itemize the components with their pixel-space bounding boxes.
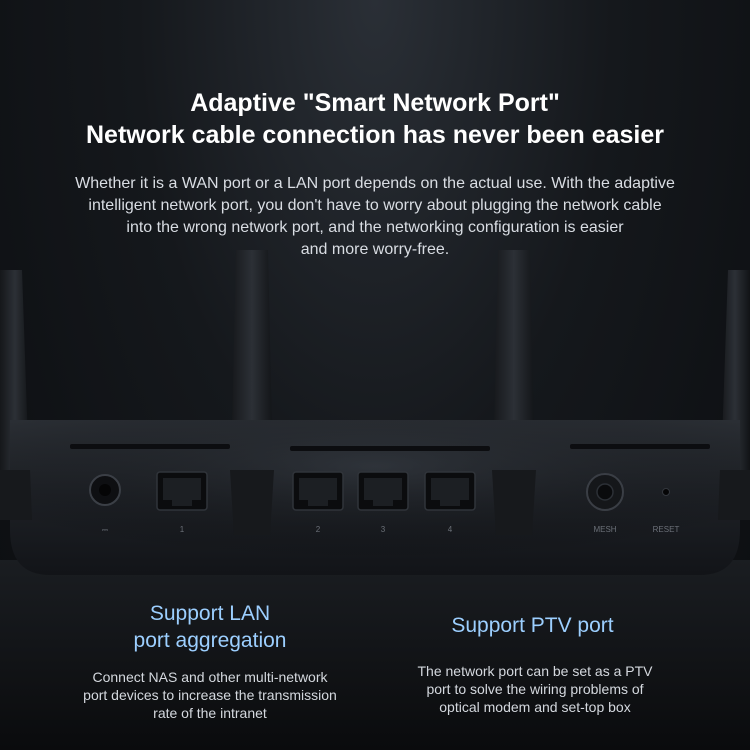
lan-feature-title-2: port aggregation (133, 629, 287, 652)
ptv-feature-desc-1: The network port can be set as a PTV (417, 663, 653, 679)
headline-line-2: Network cable connection has never been … (85, 121, 664, 149)
label-port-2: 2 (316, 525, 321, 534)
label-mesh: MESH (593, 525, 616, 534)
intro-line-1: Whether it is a WAN port or a LAN port d… (75, 175, 675, 192)
ptv-feature-title: Support PTV port (451, 614, 614, 637)
lan-feature-desc-2: port devices to increase the transmissio… (83, 687, 337, 703)
vent-slot-left (70, 444, 230, 449)
vent-slot-center (290, 446, 490, 451)
power-port (89, 474, 121, 506)
label-port-3: 3 (381, 525, 386, 534)
ptv-feature-desc-3: optical modem and set-top box (439, 699, 631, 715)
reset-hole (662, 488, 670, 496)
intro-line-4: and more worry-free. (300, 241, 450, 258)
headline-line-1: Adaptive "Smart Network Port" (190, 89, 560, 117)
lan-feature-desc-3: rate of the intranet (153, 705, 267, 721)
ethernet-port-4 (424, 471, 476, 511)
label-reset: RESET (653, 525, 680, 534)
vent-slot-right (570, 444, 710, 449)
intro-line-2: intelligent network port, you don't have… (88, 197, 662, 214)
mesh-button (586, 473, 624, 511)
label-port-1: 1 (180, 525, 185, 534)
intro-line-3: into the wrong network port, and the net… (126, 219, 624, 236)
ptv-feature-desc-2: port to solve the wiring problems of (426, 681, 644, 697)
lan-feature-desc-1: Connect NAS and other multi-network (92, 669, 328, 685)
ethernet-port-3 (357, 471, 409, 511)
label-port-4: 4 (448, 525, 453, 534)
ethernet-port-2 (292, 471, 344, 511)
ethernet-port-1 (156, 471, 208, 511)
lan-feature-title-1: Support LAN (149, 602, 271, 625)
label-power: ⎓ (102, 525, 109, 534)
